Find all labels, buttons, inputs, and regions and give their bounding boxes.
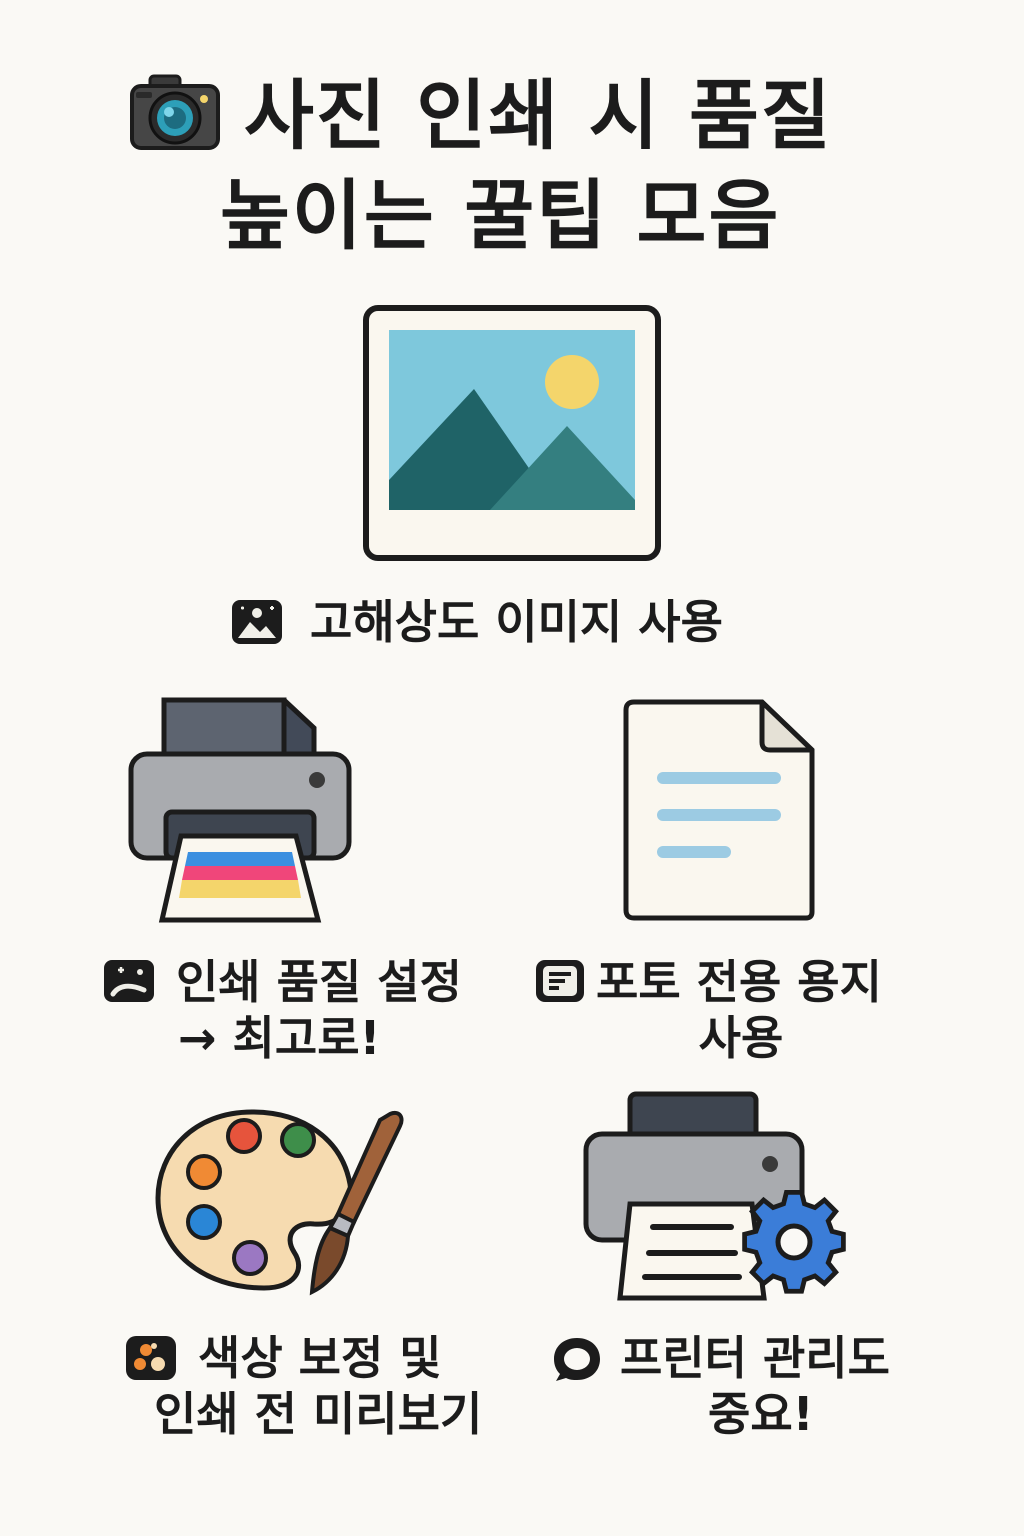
- speech-bubble-icon: [550, 1334, 604, 1384]
- palette-icon: [124, 1334, 178, 1382]
- tip-print-quality-line-1: 인쇄 품질 설정: [176, 955, 462, 1009]
- tip-color-preview-label: 색상 보정 및 인쇄 전 미리보기: [154, 1330, 494, 1442]
- brush-icon: [102, 958, 156, 1004]
- camera-icon: [128, 72, 222, 152]
- tip-color-preview-line-2: 인쇄 전 미리보기: [154, 1387, 483, 1441]
- tip-photo-paper-label: 포토 전용 용지 사용: [596, 954, 886, 1066]
- printer-gear-illustration: [582, 1090, 850, 1304]
- tip-high-res-label: 고해상도 이미지 사용: [310, 595, 723, 649]
- landscape-picture: [362, 304, 662, 562]
- tip-photo-paper-line-2: 사용: [698, 1011, 784, 1065]
- tip-printer-care-label: 프린터 관리도 중요!: [620, 1330, 910, 1442]
- title-line-1: 사진 인쇄 시 품질: [244, 71, 833, 160]
- document-icon: [534, 958, 586, 1004]
- paper-sheet-illustration: [622, 698, 818, 922]
- tip-print-quality-line-2: → 최고로!: [178, 1011, 381, 1065]
- tip-printer-care-line-2: 중요!: [708, 1387, 814, 1441]
- tip-photo-paper-line-1: 포토 전용 용지: [596, 955, 882, 1009]
- color-printer-illustration: [126, 694, 356, 930]
- tip-color-preview-line-1: 색상 보정 및: [198, 1331, 442, 1385]
- title-line-2: 높이는 꿀팁 모음: [220, 171, 781, 260]
- tip-print-quality-label: 인쇄 품질 설정 → 최고로!: [176, 954, 462, 1066]
- image-icon: [230, 598, 284, 646]
- tip-printer-care-line-1: 프린터 관리도: [620, 1331, 890, 1385]
- palette-brush-illustration: [154, 1102, 406, 1302]
